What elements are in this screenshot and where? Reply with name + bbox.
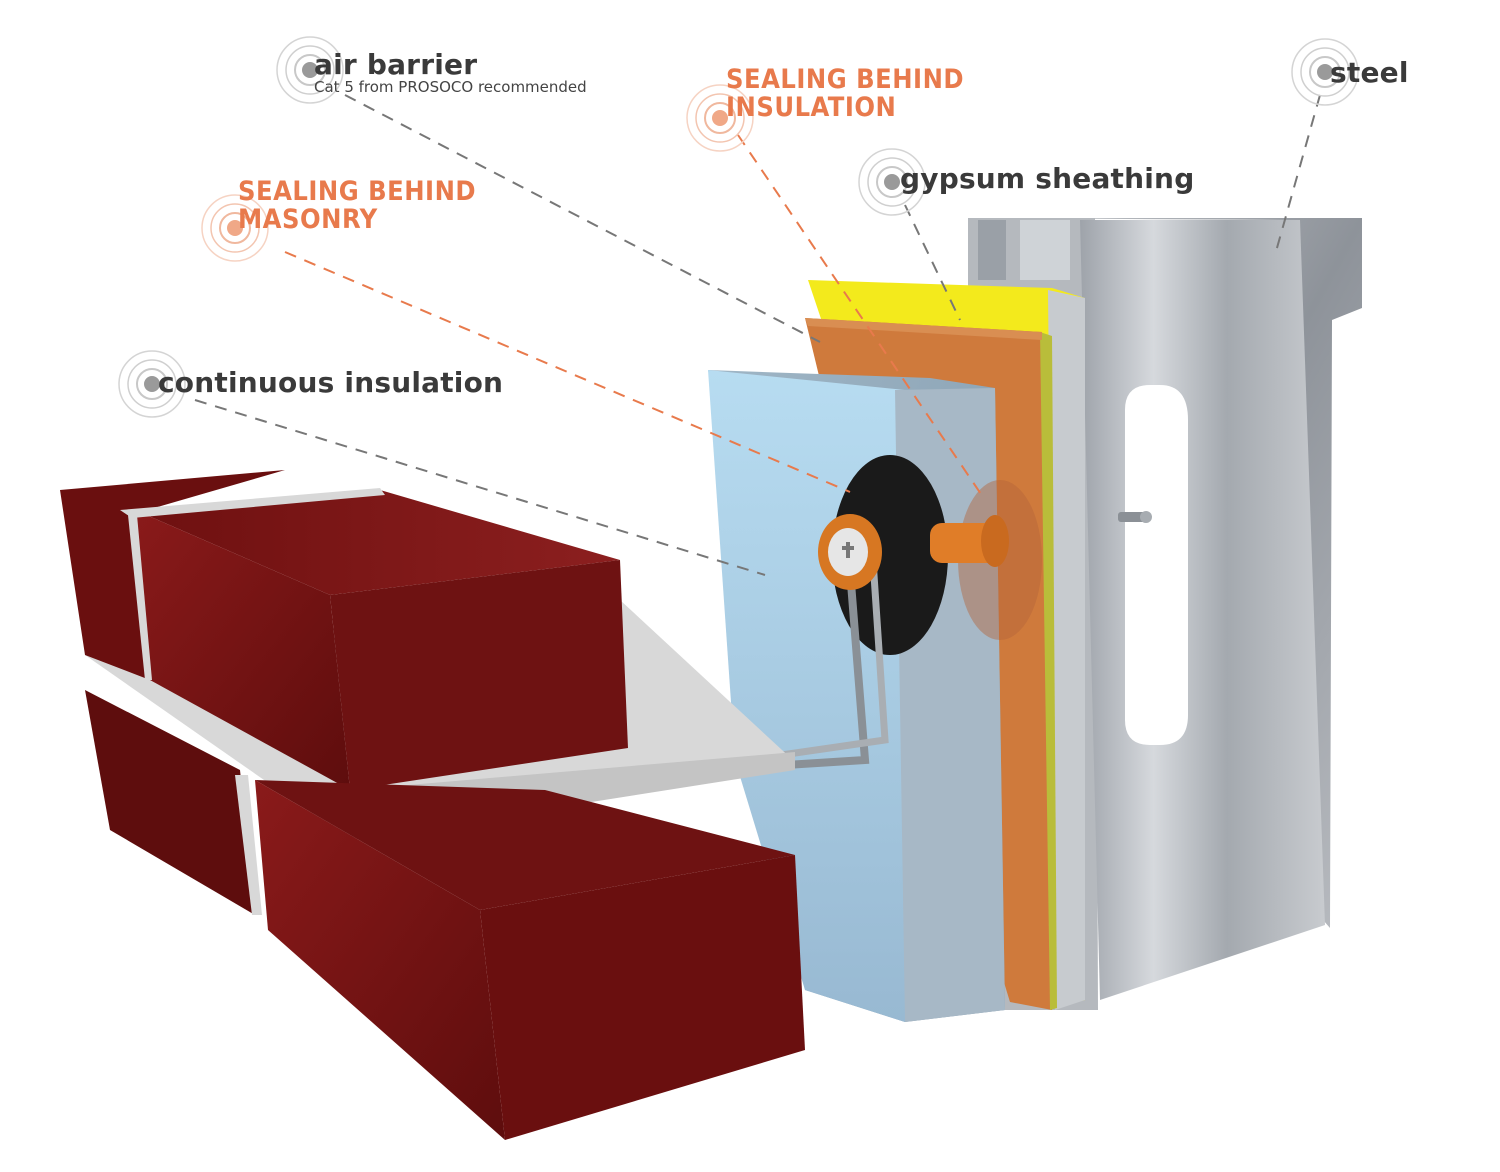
callout-marker-sealing-insulation [686, 84, 754, 152]
label-sealing-masonry-line2: MASONRY [238, 204, 378, 235]
callout-marker-continuous-insulation [118, 350, 186, 418]
label-sealing-insulation-line1: SEALING BEHIND [726, 64, 965, 95]
label-air-barrier-subtitle: Cat 5 from PROSOCO recommended [314, 78, 587, 96]
leader-gypsum [904, 204, 961, 321]
leader-air-barrier [344, 94, 821, 343]
callout-marker-steel [1291, 38, 1359, 106]
label-sealing-masonry: SEALING BEHIND MASONRY [238, 178, 476, 234]
leader-sealing-insulation [737, 134, 986, 501]
label-steel: steel [1330, 56, 1409, 89]
label-gypsum-sheathing: gypsum sheathing [900, 162, 1195, 195]
callout-marker-gypsum [858, 148, 926, 216]
leader-continuous-insulation [194, 399, 766, 576]
label-continuous-insulation: continuous insulation [158, 366, 504, 399]
leader-lines [194, 94, 1321, 576]
label-sealing-insulation: SEALING BEHIND INSULATION [726, 66, 964, 122]
callout-marker-sealing-masonry [201, 194, 269, 262]
label-sealing-insulation-line2: INSULATION [726, 92, 897, 123]
leader-sealing-masonry [284, 251, 851, 493]
label-air-barrier: air barrier [314, 48, 478, 81]
label-sealing-masonry-line1: SEALING BEHIND [238, 176, 477, 207]
brick-masonry [60, 470, 805, 1140]
leader-steel [1274, 94, 1321, 256]
callout-marker-air-barrier [276, 36, 344, 104]
